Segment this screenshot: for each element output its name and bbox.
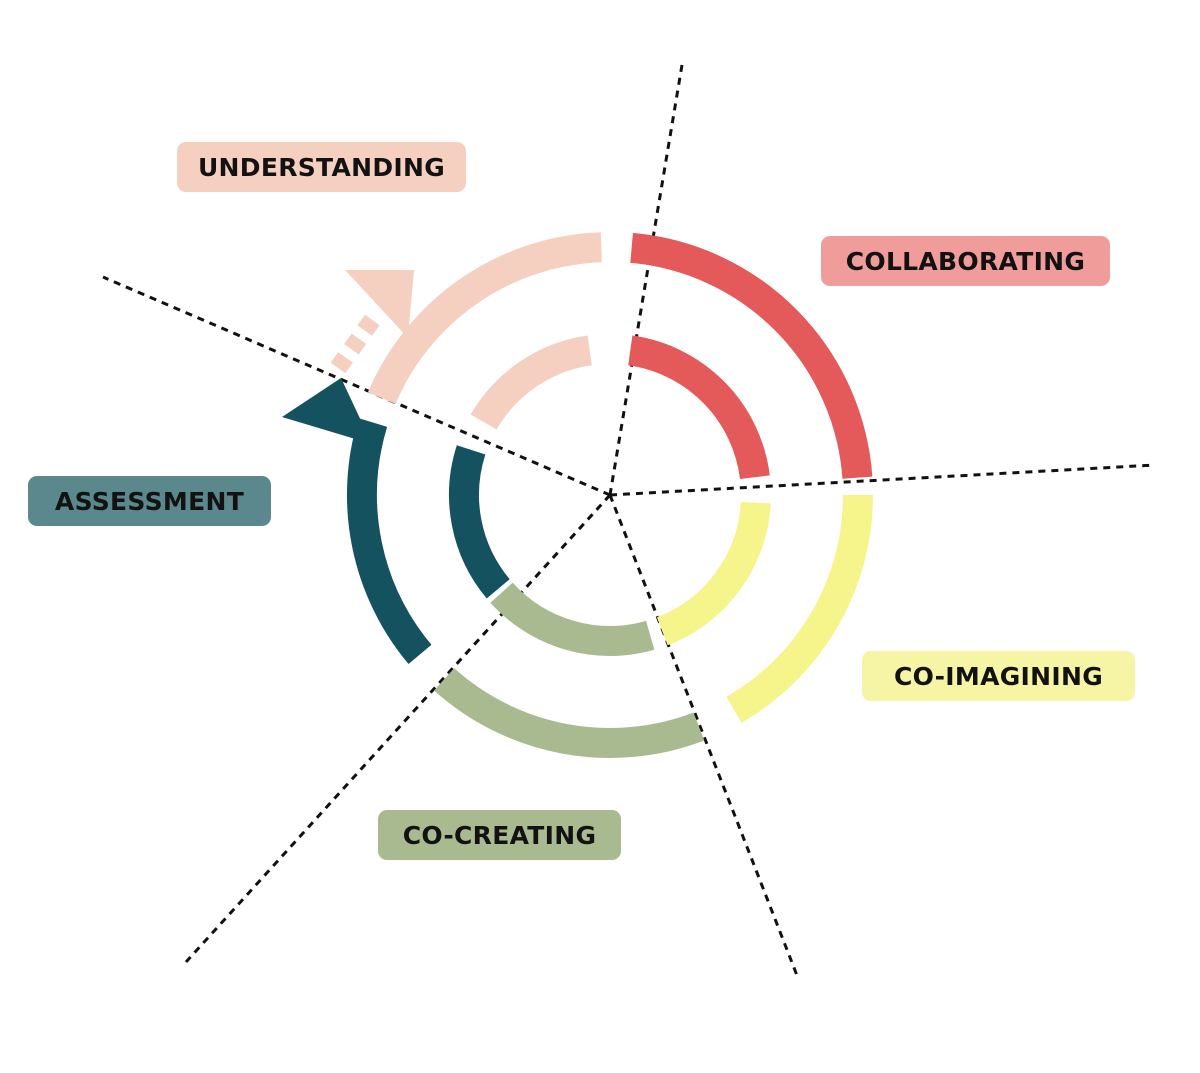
inner-arc-collaborating <box>627 335 770 480</box>
collaborating-label: COLLABORATING <box>821 236 1110 286</box>
cycle-arrows <box>282 270 414 444</box>
inner-arc-assessment <box>449 445 510 599</box>
assessment-arrow-head-icon <box>282 378 372 444</box>
co-imagining-label: CO-IMAGINING <box>862 651 1135 701</box>
inner-arc-understanding <box>470 335 593 430</box>
divider-line-2 <box>609 463 1156 497</box>
understanding-arrow-shaft <box>330 306 386 374</box>
divider-line-4 <box>184 493 612 964</box>
co-creating-label: CO-CREATING <box>378 810 621 860</box>
outer-arc-collaborating <box>630 232 873 479</box>
divider-line-5 <box>102 275 611 497</box>
outer-arc-understanding <box>367 232 602 405</box>
inner-arc-co-imagining <box>656 501 771 646</box>
divider-lines <box>102 64 1156 979</box>
outer-arc-co-creating <box>434 668 705 758</box>
cycle-arcs <box>347 232 873 758</box>
inner-arc-co-creating <box>490 582 655 656</box>
divider-line-1 <box>608 64 684 496</box>
outer-arc-co-imagining <box>726 494 873 723</box>
understanding-label: UNDERSTANDING <box>177 142 466 192</box>
assessment-label: ASSESSMENT <box>28 476 271 526</box>
outer-arc-assessment <box>347 418 432 665</box>
understanding-arrow-head-icon <box>345 270 414 338</box>
divider-line-3 <box>608 494 800 979</box>
